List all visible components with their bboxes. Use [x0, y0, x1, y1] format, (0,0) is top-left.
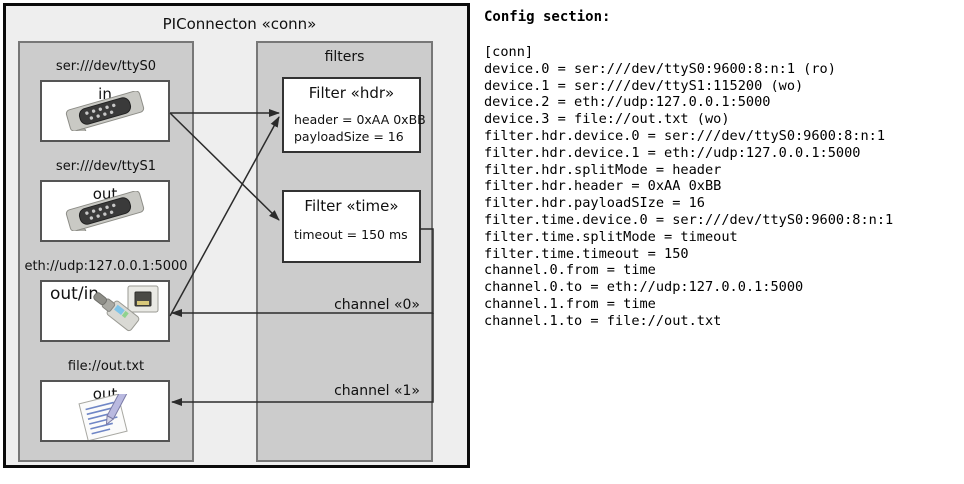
device-box-file[interactable]: out [40, 380, 170, 442]
filter-box-hdr[interactable]: Filter «hdr» header = 0xAA 0xBB payloadS… [282, 77, 426, 153]
config-line: filter.time.device.0 = ser:///dev/ttyS0:… [484, 211, 894, 228]
config-line: channel.0.to = eth://udp:127.0.0.1:5000 [484, 279, 804, 296]
filters-panel: filters Filter «hdr» header = 0xAA 0xBB … [256, 41, 433, 462]
filter-attr-timeout: timeout = 150 ms [294, 227, 408, 242]
page-title: PIConnecton «conn» [162, 15, 317, 33]
filter-attr-header: header = 0xAA 0xBB [294, 112, 426, 127]
device-box-ttyS0[interactable]: in [40, 80, 170, 142]
config-section: Config section: [conn]device.0 = ser:///… [484, 0, 964, 484]
filters-panel-title: filters [324, 49, 365, 65]
config-line: filter.hdr.payloadSIze = 16 [484, 195, 705, 212]
filter-attr-payloadsize: payloadSize = 16 [294, 129, 404, 144]
device-caption-out-in: out/in [50, 284, 100, 304]
filter-box-time[interactable]: Filter «time» timeout = 150 ms [282, 190, 421, 263]
config-line: device.2 = eth://udp:127.0.0.1:5000 [484, 94, 771, 111]
config-line: filter.hdr.device.0 = ser:///dev/ttyS0:9… [484, 127, 886, 144]
filter-title-time: Filter «time» [304, 197, 399, 215]
device-label-file: file://out.txt [67, 359, 145, 374]
device-label-eth: eth://udp:127.0.0.1:5000 [24, 259, 188, 274]
config-line: channel.1.to = file://out.txt [484, 312, 722, 329]
serial-port-icon [42, 82, 168, 140]
config-line: device.3 = file://out.txt (wo) [484, 111, 730, 128]
channel-label-1: channel «1» [334, 383, 420, 399]
config-line: filter.hdr.header = 0xAA 0xBB [484, 178, 722, 195]
config-line: channel.0.from = time [484, 262, 656, 279]
device-box-eth[interactable]: out/in [40, 280, 170, 342]
config-line: filter.time.timeout = 150 [484, 245, 689, 262]
device-label-ttyS1: ser:///dev/ttyS1 [55, 159, 157, 174]
config-line: device.1 = ser:///dev/ttyS1:115200 (wo) [484, 77, 804, 94]
config-header: Config section: [484, 9, 611, 25]
config-line: [conn] [484, 44, 534, 60]
config-lines: [conn]device.0 = ser:///dev/ttyS0:9600:8… [484, 44, 893, 330]
channel-label-0: channel «0» [334, 297, 420, 313]
serial-port-icon [42, 182, 168, 240]
text-file-icon [42, 382, 168, 442]
config-line: filter.hdr.device.1 = eth://udp:127.0.0.… [484, 144, 861, 161]
filter-title-hdr: Filter «hdr» [308, 84, 395, 102]
ethernet-plug-icon [42, 282, 182, 342]
connection-diagram: PIConnecton «conn» ser:///dev/ttyS0 in [0, 0, 478, 484]
device-label-ttyS0: ser:///dev/ttyS0 [55, 59, 157, 74]
config-line: device.0 = ser:///dev/ttyS0:9600:8:n:1 (… [484, 60, 836, 77]
config-line: filter.hdr.splitMode = header [484, 161, 722, 178]
device-box-ttyS1[interactable]: out [40, 180, 170, 242]
devices-panel: ser:///dev/ttyS0 in [18, 41, 194, 462]
config-line: filter.time.splitMode = timeout [484, 228, 738, 245]
config-line: channel.1.from = time [484, 295, 656, 312]
